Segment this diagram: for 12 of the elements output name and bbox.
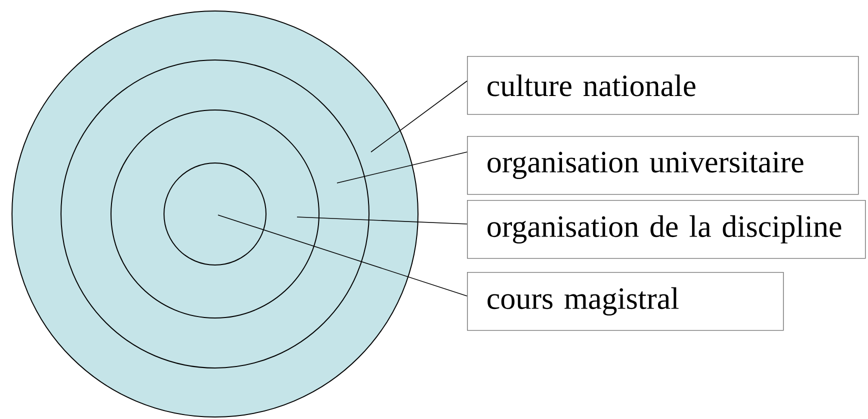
ring (164, 162, 266, 266)
leader-line (218, 214, 468, 296)
leader-line (296, 216, 468, 224)
ring (110, 110, 320, 318)
leader-line (370, 80, 468, 152)
label-box: cours magistral (467, 272, 784, 331)
label-box: organisation de la discipline (467, 200, 866, 259)
label-box: culture nationale (467, 56, 859, 115)
ring (60, 60, 370, 368)
leader-line (336, 152, 468, 184)
label-box: organisation universitaire (467, 136, 859, 195)
ring (12, 10, 418, 418)
